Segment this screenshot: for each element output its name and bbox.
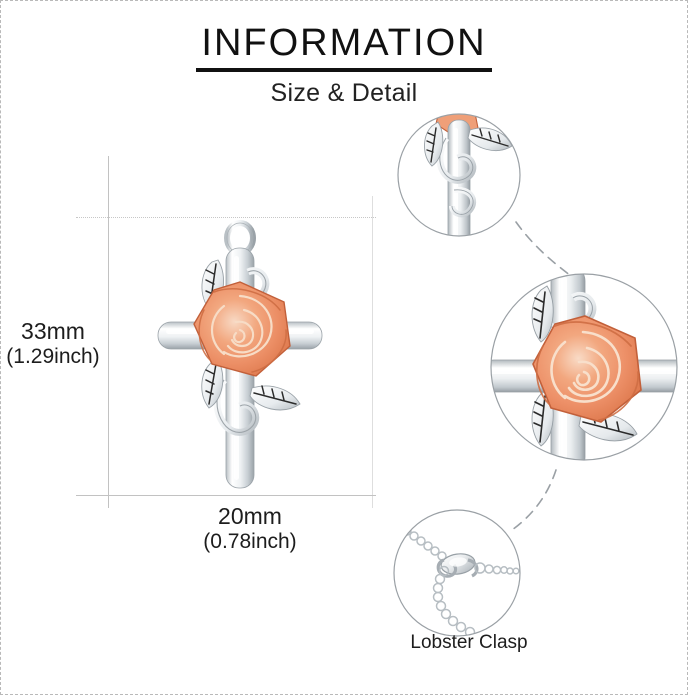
guide-line-horizontal-bottom xyxy=(76,495,376,496)
guide-line-vertical-left xyxy=(108,156,109,508)
chain-right xyxy=(474,562,520,575)
detail-stem-content xyxy=(398,114,520,236)
detail-rose-content xyxy=(491,274,677,460)
height-inch-value: (1.29inch) xyxy=(6,345,100,369)
page-title: INFORMATION xyxy=(201,22,487,64)
detail-leaf-right xyxy=(467,127,513,151)
header: INFORMATION Size & Detail xyxy=(0,22,688,108)
connector-middle-to-clasp xyxy=(511,469,557,531)
height-mm-value: 33mm xyxy=(21,318,85,344)
cross-rose-pendant-svg xyxy=(157,220,323,489)
detail-circle-border-clasp xyxy=(393,509,521,637)
chain-extender xyxy=(432,565,476,636)
height-dimension-label: 33mm (1.29inch) xyxy=(0,318,106,370)
detail-clasp-content xyxy=(394,510,520,636)
width-mm-value: 20mm xyxy=(218,503,282,529)
detail-circle-rose xyxy=(489,272,679,467)
width-inch-value: (0.78inch) xyxy=(203,530,297,554)
detail-stem-svg xyxy=(397,113,521,237)
clasp-caption: Lobster Clasp xyxy=(410,632,528,653)
guide-line-horizontal-top xyxy=(76,217,376,218)
detail-rose-svg xyxy=(490,273,678,461)
detail-rose-flower xyxy=(532,315,642,423)
rose-flower xyxy=(193,281,291,377)
leaf-lower-left xyxy=(201,359,224,409)
leaf-lower-right xyxy=(249,385,301,411)
guide-line-vertical-right xyxy=(372,196,373,508)
detail-circle-border-stem xyxy=(397,113,521,237)
main-product-image xyxy=(140,210,340,515)
title-underline xyxy=(196,68,492,72)
detail-circle-clasp xyxy=(392,508,522,643)
detail-clasp-svg xyxy=(393,509,521,637)
width-dimension-label: 20mm (0.78inch) xyxy=(138,503,362,555)
detail-circle-border-rose xyxy=(490,273,678,461)
detail-leaf-left xyxy=(424,121,444,167)
detail-rose-leaf-upper xyxy=(531,285,554,343)
detail-circle-stem xyxy=(396,112,522,243)
page-subtitle: Size & Detail xyxy=(270,79,418,107)
lobster-clasp xyxy=(436,553,479,578)
